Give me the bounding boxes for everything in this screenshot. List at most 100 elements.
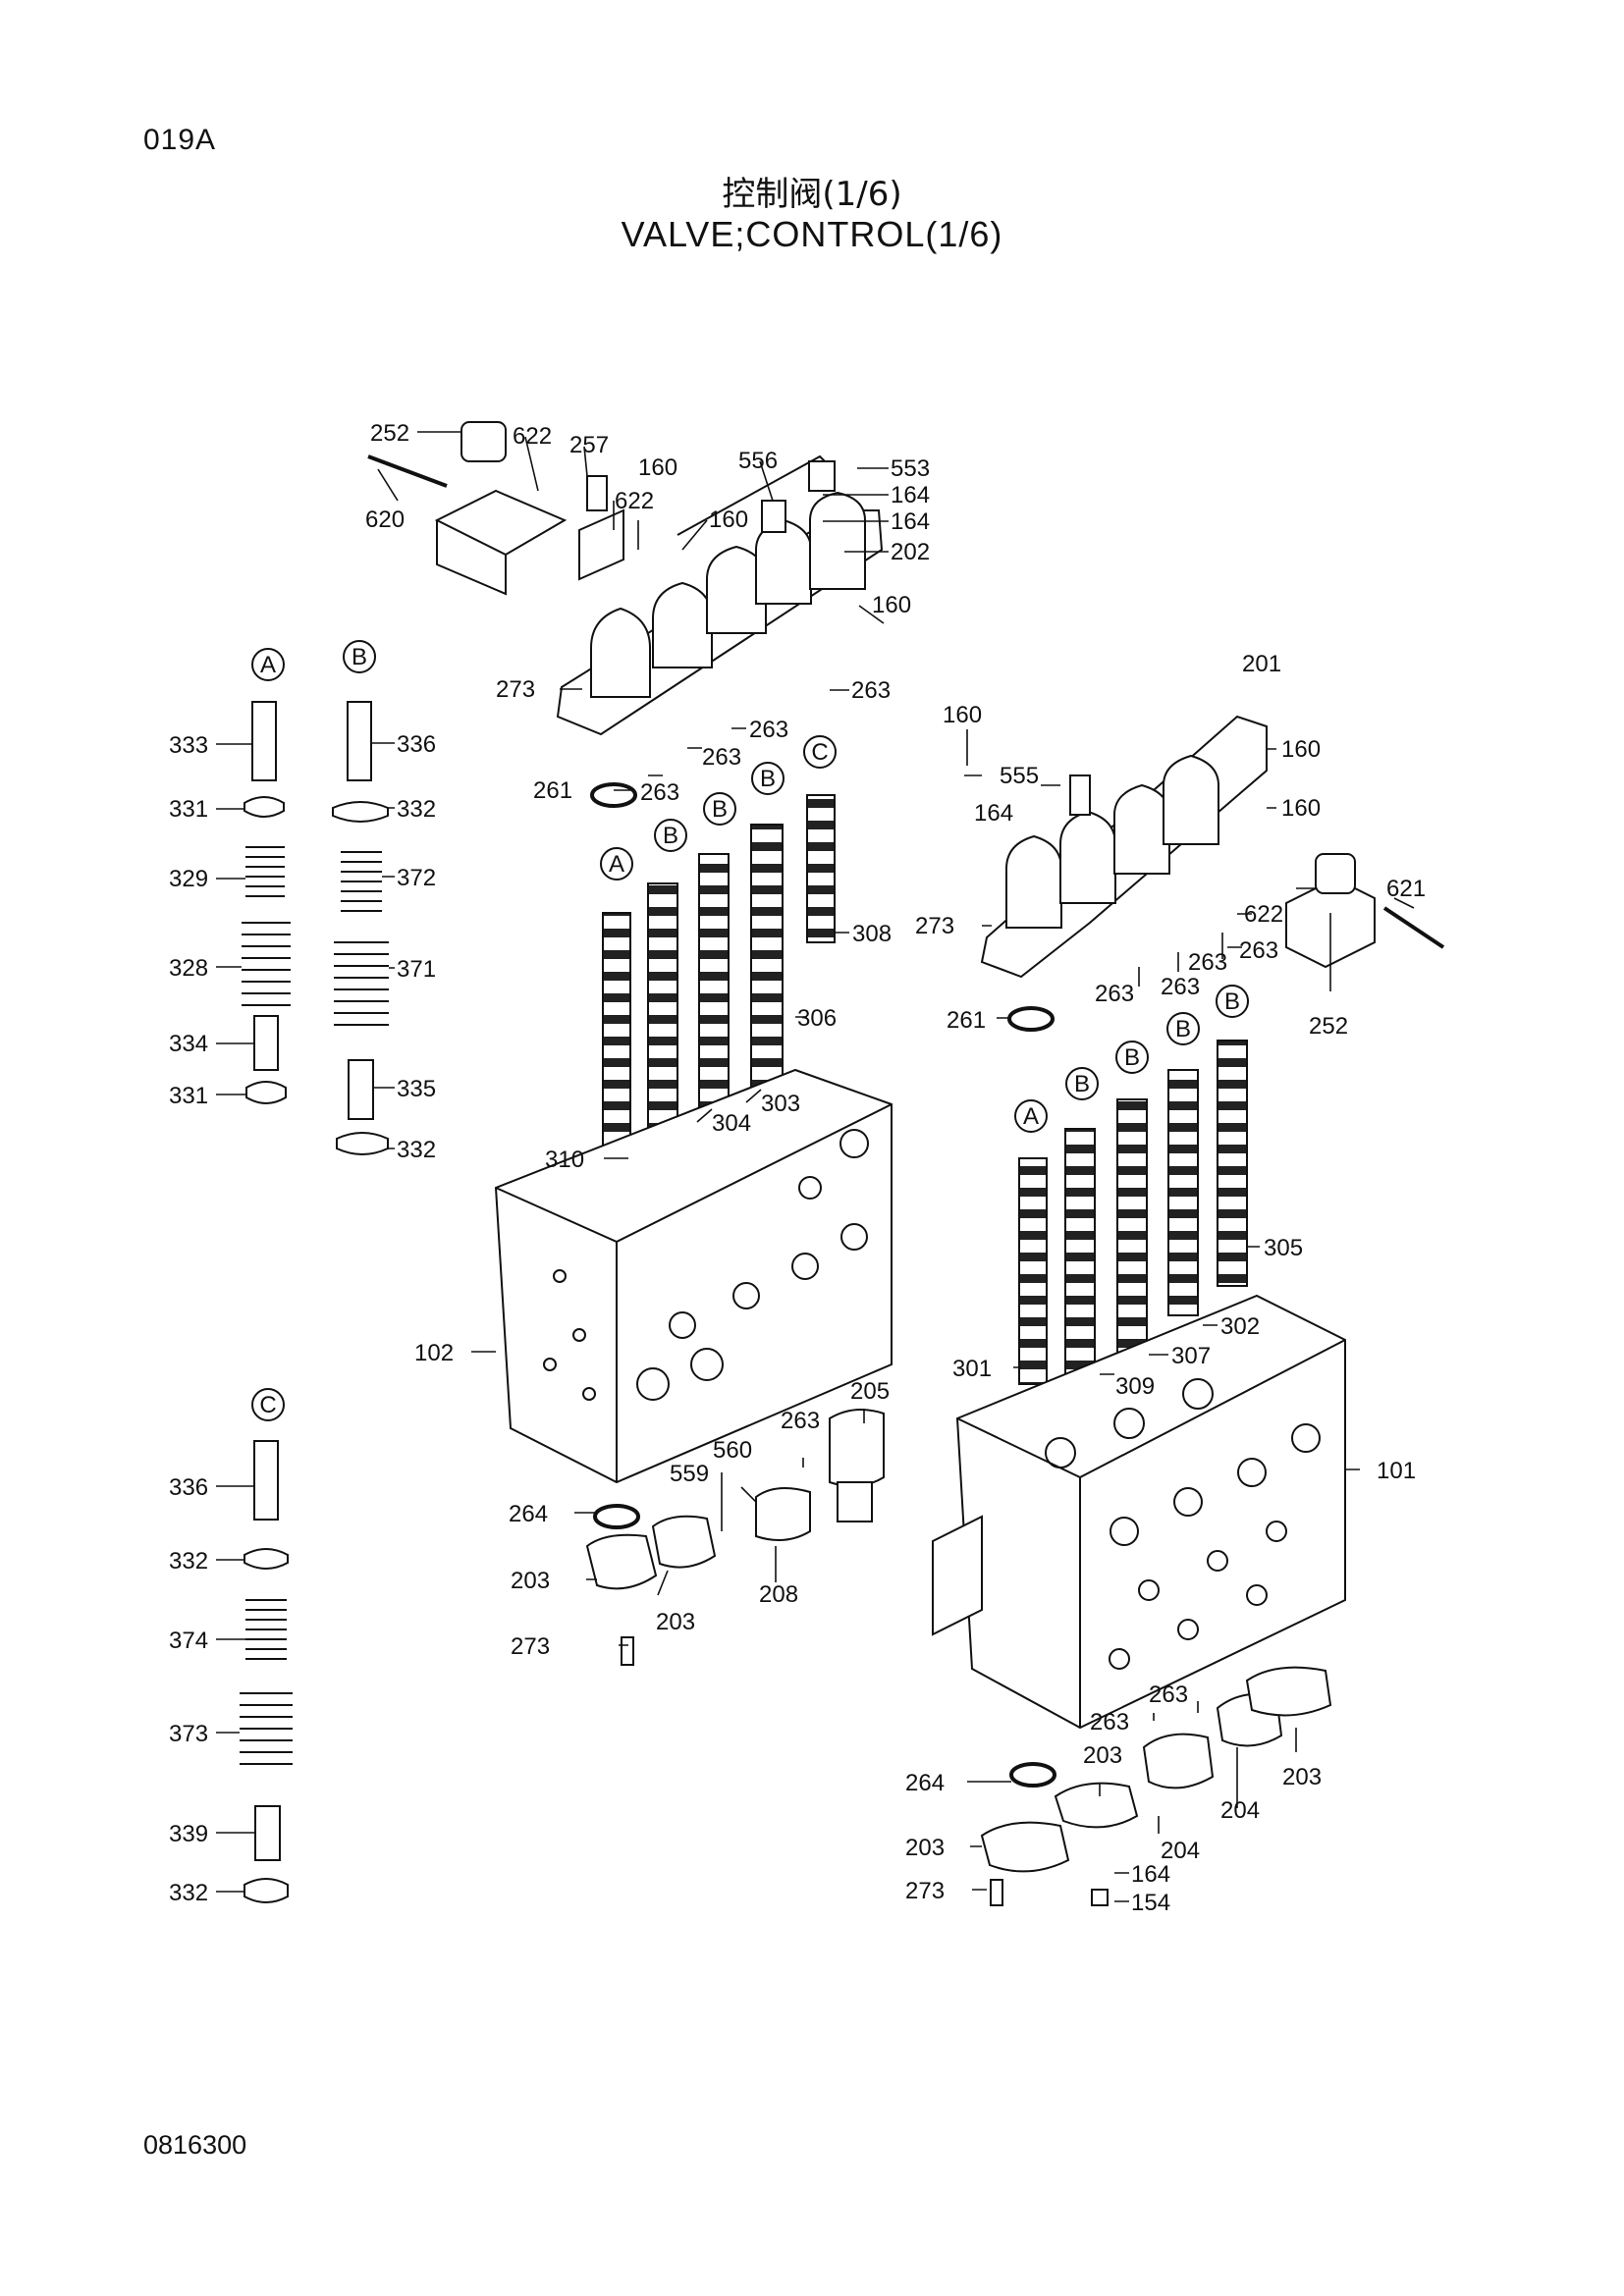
callout-371: 371 [397,956,436,983]
callout-263i: 263 [1095,981,1134,1007]
callout-164: 164 [891,482,930,508]
callout-304: 304 [712,1110,751,1137]
spring-stack-a [242,701,291,1104]
callout-263d: 263 [640,779,679,806]
marker-b-right-spool-3: B [1166,1012,1200,1045]
callout-273b: 273 [511,1633,550,1660]
callout-305: 305 [1264,1235,1303,1261]
callout-329: 329 [169,866,208,892]
marker-b-left-column: B [343,640,376,673]
part-callouts: 333 331 329 328 334 331 336 332 372 371 … [169,420,1426,1916]
callout-164d: 164 [1131,1861,1170,1888]
solenoid-valve-right [1285,853,1445,969]
spring-stack-c [240,1440,293,1903]
callout-160b: 160 [709,507,748,533]
callout-203d: 203 [1282,1764,1322,1790]
callout-334: 334 [169,1031,208,1057]
marker-a-right-spool: A [1014,1099,1048,1133]
callout-620: 620 [365,507,405,533]
marker-b-left-spool-3: B [751,762,785,795]
callout-309: 309 [1115,1373,1155,1400]
sheet-code: 019A [143,124,217,156]
svg-text:A: A [609,851,624,878]
callout-204b: 204 [1161,1838,1200,1864]
spring-stack-b [332,701,389,1155]
callout-205: 205 [850,1378,890,1405]
callout-160e: 160 [1281,736,1321,763]
marker-a-left-spool: A [600,847,633,881]
callout-336: 336 [397,731,436,758]
callout-372: 372 [397,865,436,891]
marker-b-right-spool-2: B [1115,1041,1149,1074]
callout-160: 160 [638,454,677,481]
callout-252: 252 [370,420,409,447]
callout-208: 208 [759,1581,798,1608]
callout-310: 310 [545,1147,584,1173]
callout-622b: 622 [615,488,654,514]
spool-set-right [1007,1006,1248,1788]
title-chinese: 控制阀(1/6) [722,175,902,214]
callout-331b: 331 [169,1083,208,1109]
callout-201: 201 [1242,651,1281,677]
callout-339: 339 [169,1821,208,1847]
callout-301: 301 [952,1356,992,1382]
callout-257: 257 [569,432,609,458]
callout-202: 202 [891,539,930,565]
solenoid-valve-left [367,421,624,596]
svg-text:B: B [352,644,367,670]
callout-332: 332 [397,796,436,823]
callout-263g: 263 [1188,949,1227,976]
callout-560: 560 [713,1437,752,1464]
markers: A B C A B B B C [251,640,1249,1421]
marker-b-left-spool-1: B [654,819,687,852]
svg-text:B: B [1074,1071,1090,1097]
callout-263e: 263 [781,1408,820,1434]
callout-556: 556 [738,448,778,474]
callout-622: 622 [513,423,552,450]
callout-332c: 332 [169,1548,208,1575]
marker-c-left-column: C [251,1388,285,1421]
bottom-covers-left [585,1409,885,1666]
callout-154: 154 [1131,1890,1170,1916]
callout-263b: 263 [749,717,788,743]
drawing-number: 0816300 [143,2130,247,2160]
svg-text:C: C [811,739,828,766]
callout-204: 204 [1220,1797,1260,1824]
callout-308: 308 [852,921,892,947]
callout-335: 335 [397,1076,436,1102]
valve-body-right [932,1294,1346,1730]
callout-263k: 263 [1090,1709,1129,1735]
callout-306: 306 [797,1005,837,1032]
callout-261: 261 [533,777,572,804]
callout-328: 328 [169,955,208,982]
callout-263f: 263 [1239,937,1278,964]
svg-text:B: B [1175,1016,1191,1042]
callout-336c: 336 [169,1474,208,1501]
callout-203b: 203 [656,1609,695,1635]
callout-553: 553 [891,455,930,482]
callout-307: 307 [1171,1343,1211,1369]
callout-263j: 263 [1149,1682,1188,1708]
upper-cover-left [556,454,884,736]
callout-555: 555 [1000,763,1039,789]
valve-body-left [494,1068,893,1484]
callout-263h: 263 [1161,974,1200,1000]
callout-252b: 252 [1309,1013,1348,1040]
marker-c-left-spool: C [803,735,837,769]
callout-621: 621 [1386,876,1426,902]
callout-263: 263 [851,677,891,704]
callout-273d: 273 [905,1878,945,1904]
svg-text:B: B [760,766,776,792]
marker-b-right-spool-4: B [1216,985,1249,1018]
callout-374: 374 [169,1628,208,1654]
leader-lines [216,431,1415,1902]
callout-263c: 263 [702,744,741,771]
callout-261b: 261 [947,1007,986,1034]
callout-273c: 273 [915,913,954,939]
marker-b-right-spool-1: B [1065,1067,1099,1100]
callout-559: 559 [670,1461,709,1487]
callout-101: 101 [1377,1458,1416,1484]
svg-text:B: B [663,823,678,849]
spool-set-left [590,782,836,1529]
